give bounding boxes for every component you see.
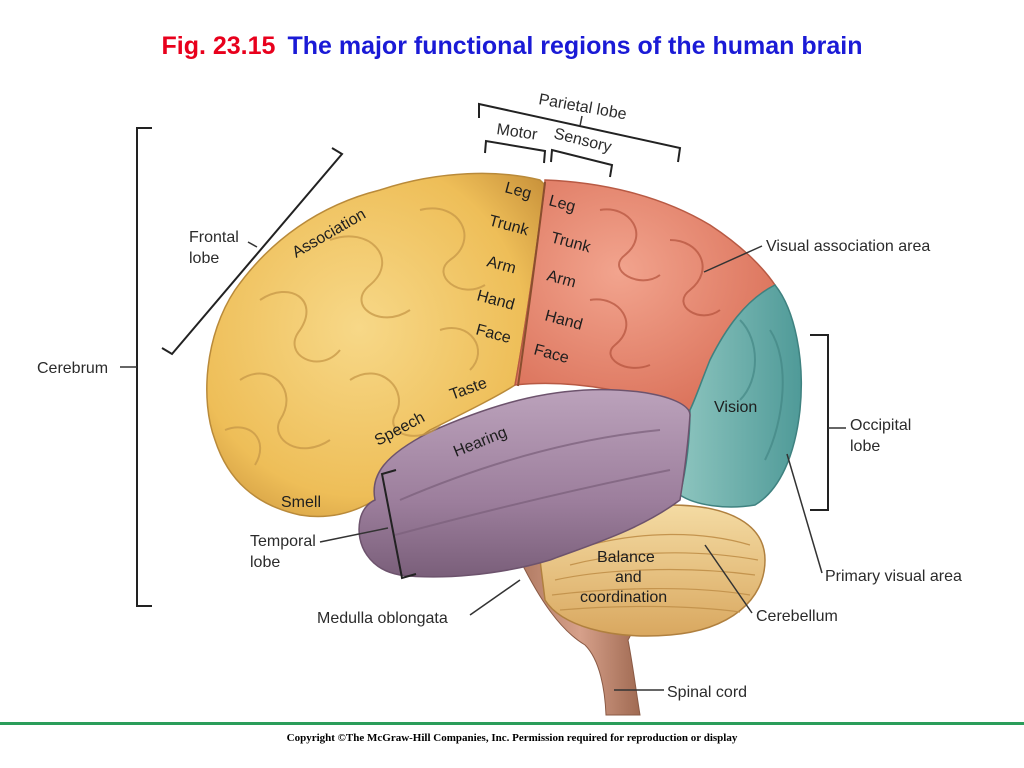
- copyright-notice: Copyright ©The McGraw-Hill Companies, In…: [286, 732, 738, 744]
- visual-association-area-label: Visual association area: [766, 238, 930, 255]
- footer-rule: [0, 722, 1024, 725]
- temporal-lobe-label-line1: Temporal: [250, 533, 316, 550]
- temporal-lobe-label-line2: lobe: [250, 554, 280, 571]
- frontal-leader: [247, 241, 258, 248]
- primary-visual-leader: [786, 453, 823, 574]
- cerebellum-folds: [551, 533, 759, 613]
- motor-bracket: [484, 139, 547, 164]
- temporal-bracket: [380, 469, 417, 580]
- cerebrum-label: Cerebrum: [37, 360, 108, 377]
- visual-association-leader: [703, 245, 763, 273]
- balance-label-line3: coordination: [580, 589, 667, 606]
- vision-label: Vision: [714, 399, 757, 416]
- primary-visual-area-label: Primary visual area: [825, 568, 962, 585]
- figure-number: Fig. 23.15: [161, 32, 276, 60]
- balance-label-line1: Balance: [597, 549, 655, 566]
- figure-title: The major functional regions of the huma…: [287, 32, 863, 60]
- occipital-lobe-label-line2: lobe: [850, 438, 880, 455]
- cerebellum-label: Cerebellum: [756, 608, 838, 625]
- page-title: Fig. 23.15 The major functional regions o…: [0, 32, 1024, 61]
- motor-label: Motor: [495, 121, 539, 144]
- frontal-lobe-label-line1: Frontal: [189, 229, 239, 246]
- frontal-gyri: [224, 207, 486, 466]
- medulla-leader: [469, 579, 521, 616]
- balance-label-line2: and: [615, 569, 642, 586]
- frontal-bracket: [161, 147, 344, 356]
- smell-label: Smell: [281, 494, 321, 511]
- parietal-leader: [579, 115, 583, 127]
- cerebellum-leader: [704, 544, 753, 614]
- occipital-lobe-label-line1: Occipital: [850, 417, 911, 434]
- occipital-gyri: [739, 319, 784, 461]
- central-sulcus: [517, 181, 546, 387]
- spinal-cord-label: Spinal cord: [667, 684, 747, 701]
- parietal-gyri: [589, 208, 721, 369]
- occipital-bracket: [810, 334, 829, 511]
- frontal-lobe-label-line2: lobe: [189, 250, 219, 267]
- sensory-bracket: [550, 148, 614, 178]
- sensory-leg-label: Leg: [547, 192, 577, 215]
- cerebrum-bracket: [136, 127, 152, 607]
- parietal-lobe-label: Parietal lobe: [537, 91, 628, 123]
- parietal-bracket: [478, 102, 682, 163]
- temporal-leader: [319, 527, 389, 543]
- temporal-gyri: [394, 429, 671, 536]
- motor-leg-label: Leg: [503, 179, 533, 202]
- occipital-lobe-shape: [679, 284, 803, 508]
- medulla-oblongata-label: Medulla oblongata: [317, 610, 448, 627]
